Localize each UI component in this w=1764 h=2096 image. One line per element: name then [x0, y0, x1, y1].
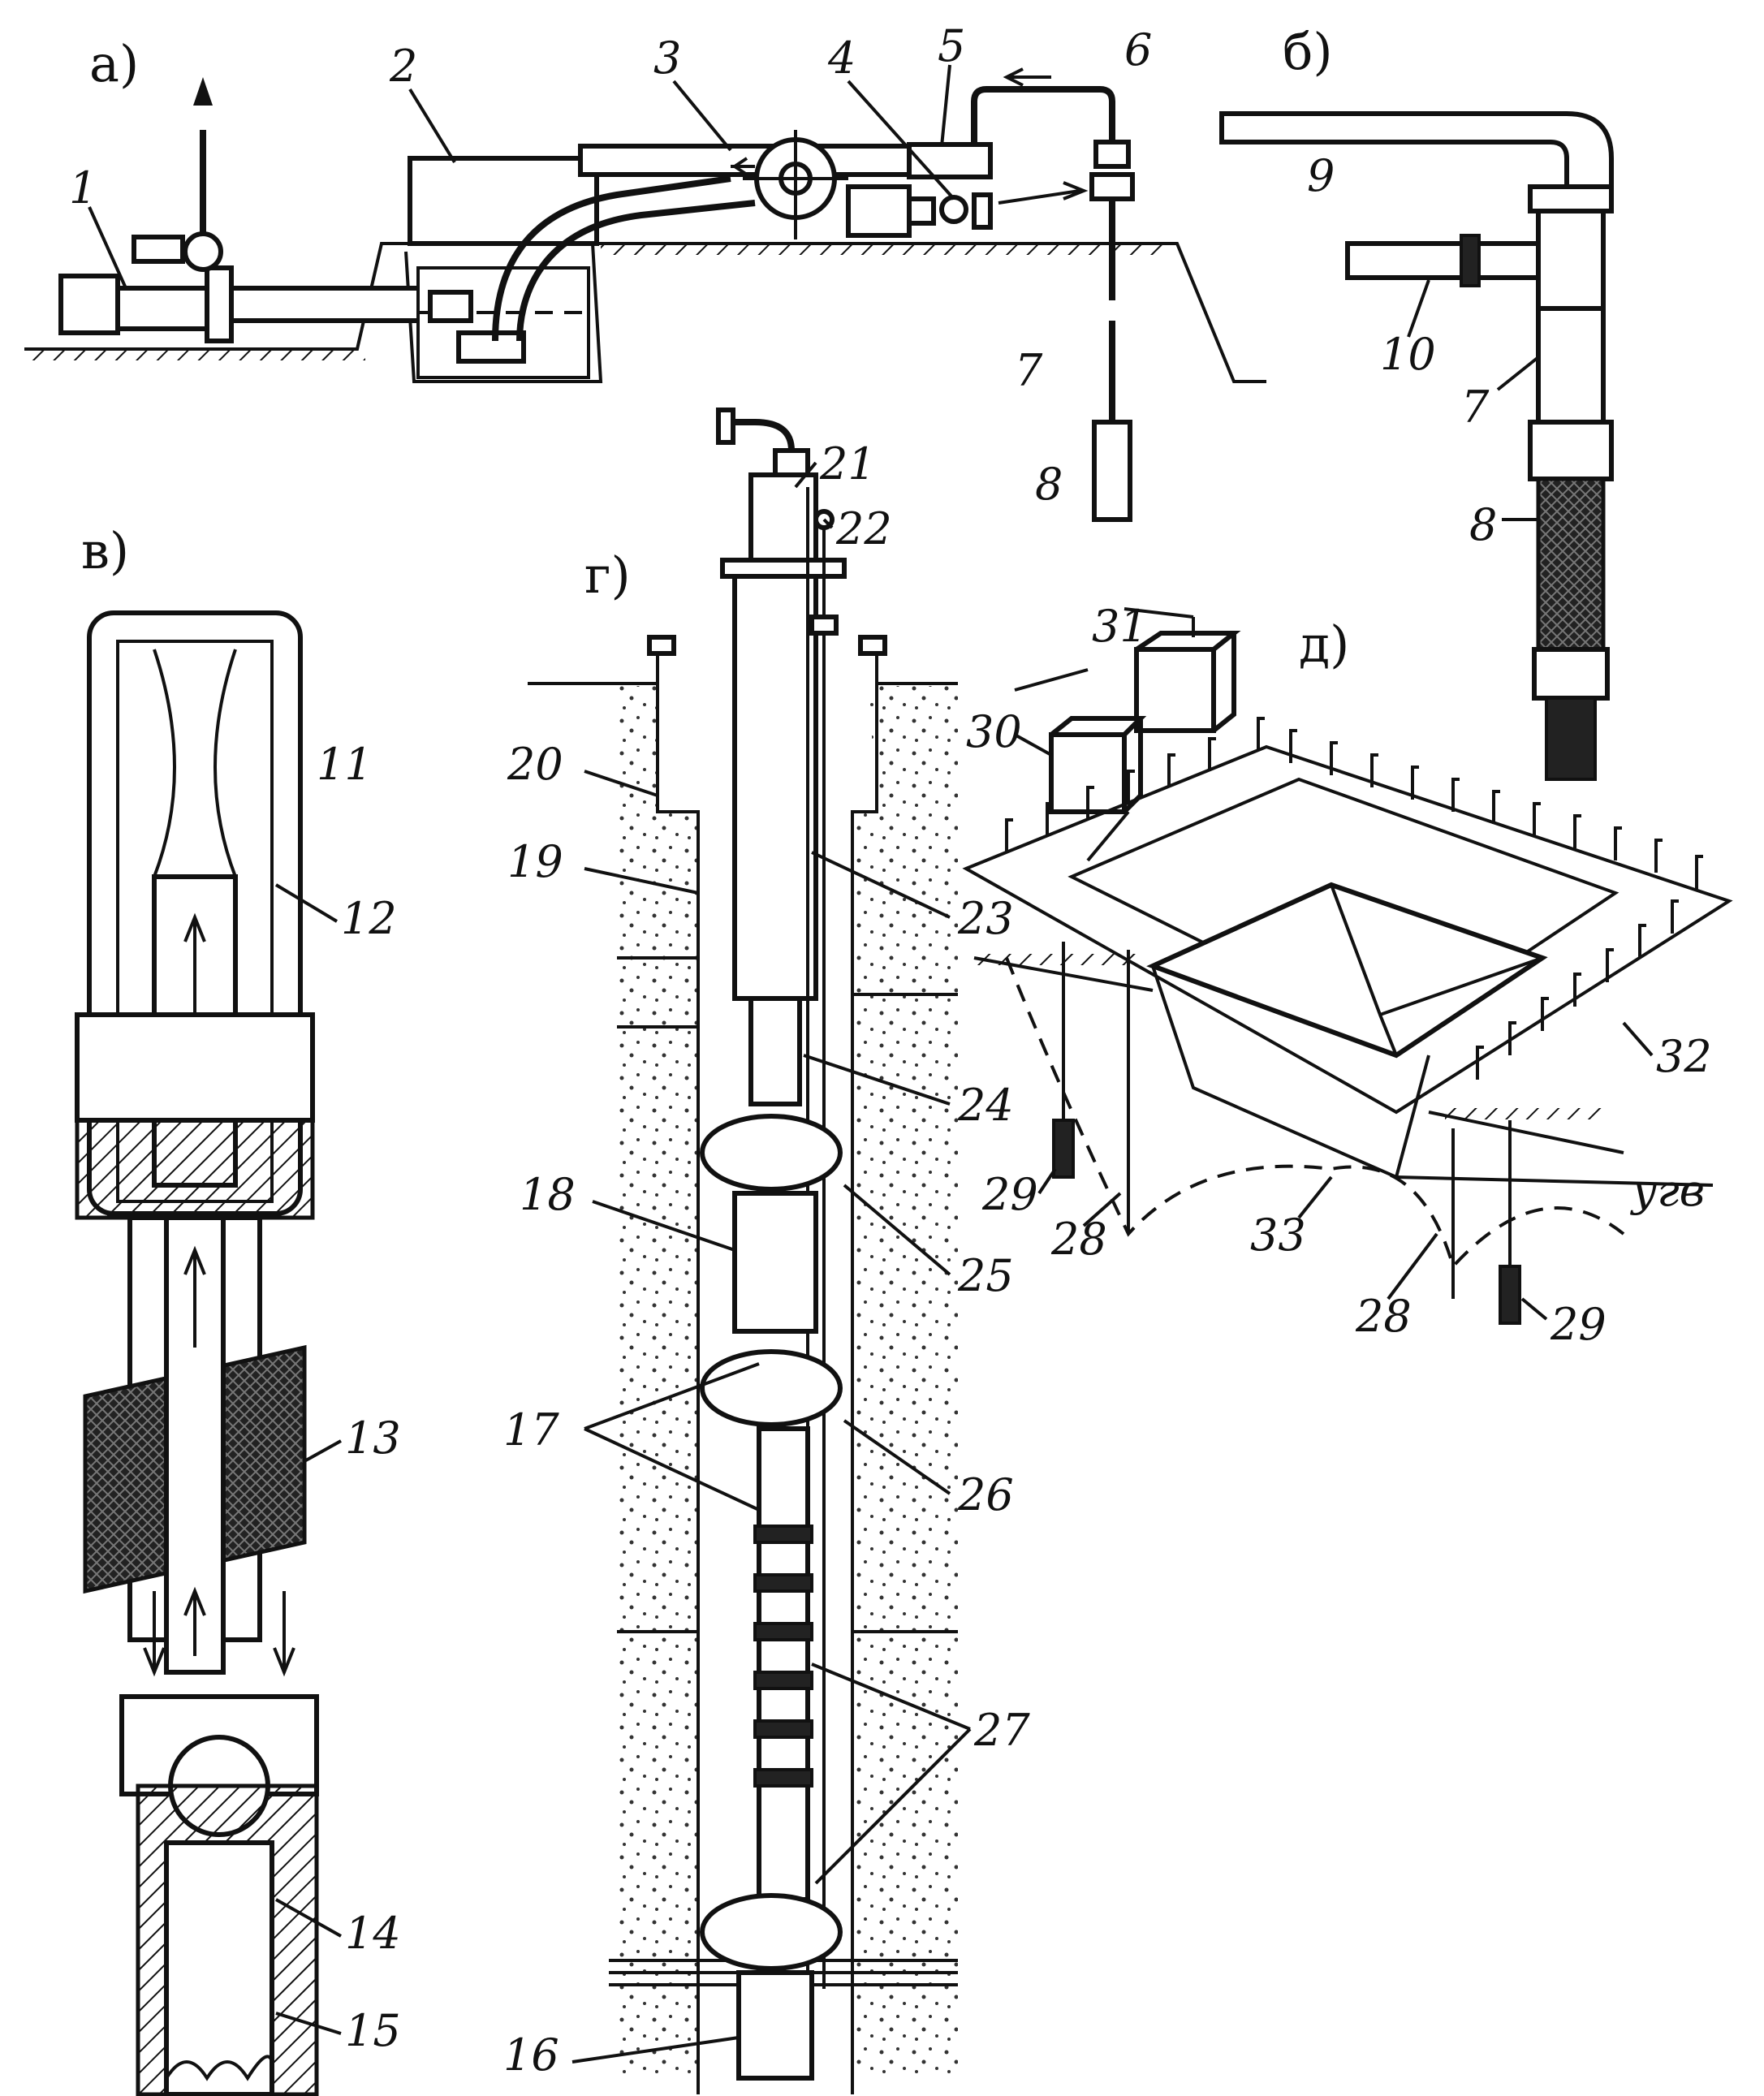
label-7-b: 7 [1461, 382, 1490, 433]
panel-b-label: б) [1283, 22, 1333, 81]
label-32: 32 [1656, 1031, 1712, 1082]
centrifugal-pump-3 [578, 130, 1089, 239]
panel-d-label: д) [1299, 615, 1349, 674]
label-19: 19 [507, 836, 563, 887]
label-25: 25 [957, 1250, 1014, 1301]
label-4: 4 [827, 32, 856, 84]
panel-g-label: г) [584, 546, 631, 605]
label-20: 20 [507, 739, 563, 790]
label-5: 5 [938, 20, 965, 71]
vacuum-pump-1 [58, 77, 437, 343]
label-28-b: 28 [1355, 1291, 1412, 1342]
panel-b-wellpoint: б) 9 10 7 8 [1219, 22, 1614, 781]
label-13: 13 [345, 1412, 401, 1464]
label-28: 28 [1050, 1214, 1107, 1265]
filter-mesh [1536, 477, 1606, 652]
label-15: 15 [345, 2005, 401, 2056]
label-24: 24 [957, 1080, 1014, 1131]
label-6: 6 [1124, 24, 1152, 75]
label-12: 12 [341, 893, 397, 944]
label-8: 8 [1035, 459, 1063, 510]
panel-v-ejector: в) 11 12 13 14 15 [75, 521, 401, 2096]
panel-g-deep-well: г) [503, 408, 1030, 2094]
label-31: 31 [1092, 601, 1148, 652]
label-29-b: 29 [1550, 1299, 1607, 1350]
label-18: 18 [520, 1169, 576, 1220]
label-21: 21 [819, 438, 876, 489]
header-pipe-5 [907, 67, 1135, 522]
wellpoints-32 [1005, 717, 1703, 1080]
label-7: 7 [1015, 345, 1043, 396]
label-8-b: 8 [1469, 499, 1497, 550]
ground-hatch [601, 244, 1169, 255]
label-11: 11 [317, 739, 373, 790]
label-1: 1 [69, 162, 97, 213]
label-29: 29 [981, 1169, 1038, 1220]
label-27: 27 [973, 1705, 1030, 1756]
strainer-16 [736, 1970, 814, 2081]
label-23: 23 [957, 893, 1014, 944]
label-17: 17 [503, 1404, 559, 1456]
label-22: 22 [835, 503, 892, 554]
label-ugv: угв [1630, 1165, 1705, 1216]
ground-hatch [24, 349, 365, 360]
label-33: 33 [1250, 1210, 1306, 1261]
panel-a-label: а) [89, 34, 139, 93]
panel-d-pit-plan: д) 31 30 32 [962, 601, 1733, 1350]
panel-v-label: в) [81, 521, 129, 580]
label-3: 3 [653, 32, 681, 84]
label-10: 10 [1380, 329, 1436, 380]
label-30: 30 [966, 706, 1022, 757]
label-14: 14 [345, 1908, 401, 1959]
pump-stages-27 [753, 1525, 813, 1788]
label-2: 2 [389, 41, 417, 92]
filter-link-8 [1092, 420, 1132, 522]
label-26: 26 [957, 1469, 1014, 1520]
label-9: 9 [1307, 150, 1335, 201]
panel-a-wellpoint-system: а) [24, 20, 1266, 522]
label-16: 16 [503, 2029, 559, 2081]
tank-2 [408, 156, 756, 379]
